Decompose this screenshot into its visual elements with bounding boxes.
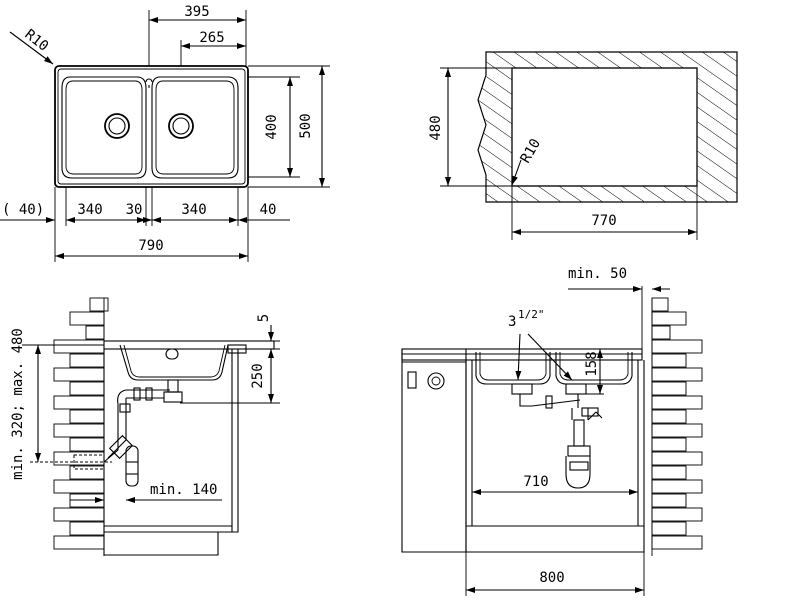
front-bowls: [475, 352, 633, 385]
side-section-view: 5 250 min. 320; max. 480 min. 140: [10, 297, 280, 556]
dim-395-label: 395: [184, 4, 209, 20]
brick-wall-right: [651, 297, 703, 556]
plan-view: R10 395 265 400 500 ( 40) 340 30: [0, 4, 330, 262]
dim-min-140-label: min. 140: [150, 482, 217, 498]
dim-770-label: 770: [591, 213, 616, 229]
dim-340-left-label: 340: [77, 202, 102, 218]
dim-min-50-label: min. 50: [568, 266, 627, 282]
dim-5-label: 5: [256, 314, 272, 322]
dim-40-left-label: ( 40): [2, 202, 44, 218]
dim-500-label: 500: [298, 113, 314, 138]
dim-480-label: 480: [428, 115, 444, 140]
dim-265-label: 265: [199, 30, 224, 46]
dim-drain-height-label: min. 320; max. 480: [10, 328, 26, 480]
cabinet-side: [103, 349, 239, 533]
cabinet-front: [465, 360, 645, 553]
brick-wall-left: [53, 297, 109, 556]
wall-outlet: [73, 454, 105, 470]
plan-radius-label: R10: [22, 27, 52, 55]
dim-800-label: 800: [539, 570, 564, 586]
front-section-view: min. 50 3 1/2" 158 710 800: [401, 266, 703, 596]
cutout-view: R10 480 770: [428, 51, 738, 240]
dim-790-label: 790: [138, 238, 163, 254]
right-bowl: [151, 76, 239, 179]
sink-bowl-side: [119, 344, 229, 381]
tap-hole-mark: [145, 78, 153, 83]
dim-40-right-label: 40: [260, 202, 277, 218]
countertop-hatched: [477, 51, 738, 203]
drain-size-fraction: 1/2": [518, 308, 545, 321]
left-drain: [104, 113, 130, 139]
left-bowl: [61, 76, 147, 179]
dim-710-label: 710: [523, 474, 548, 490]
countertop-front: [401, 348, 643, 361]
dim-250-label: 250: [250, 363, 266, 388]
dim-400-label: 400: [264, 114, 280, 139]
drain-pipe-front: [519, 394, 589, 420]
drain-size-label: 3: [508, 314, 516, 330]
right-drain: [168, 113, 194, 139]
adjacent-appliance: [401, 349, 467, 553]
cutout-radius-label: R10: [518, 136, 545, 166]
sink-outline: [54, 65, 249, 188]
dim-340-right-label: 340: [181, 202, 206, 218]
countertop-side: [103, 340, 275, 350]
dim-30-label: 30: [126, 202, 143, 218]
cutout-opening: [511, 67, 698, 187]
dim-158-label: 158: [584, 351, 600, 376]
